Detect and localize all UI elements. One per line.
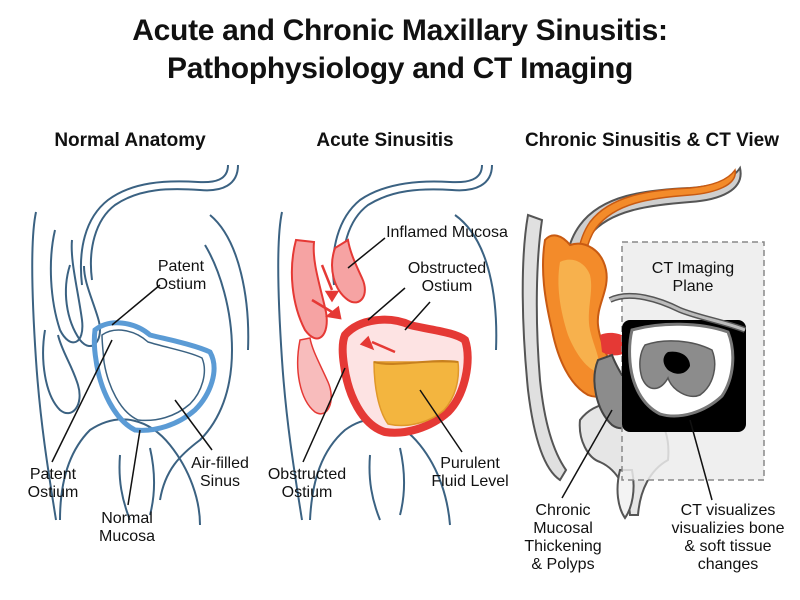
label-inflamed-mucosa: Inflamed Mucosa <box>386 224 508 241</box>
acute-leader-lines <box>302 237 463 463</box>
normal-maxilla-outer <box>59 418 201 526</box>
title-line-1: Acute and Chronic Maxillary Sinusitis: <box>132 14 668 47</box>
diagram-title: Acute and Chronic Maxillary Sinusitis: P… <box>0 12 800 88</box>
ct-air-pocket <box>663 351 690 374</box>
normal-leader-lines <box>51 284 213 506</box>
acute-inflamed-turbinate-2 <box>331 238 366 304</box>
chronic-turbinate-highlight <box>558 259 600 372</box>
chronic-tooth <box>616 469 635 520</box>
normal-anatomy-illustration <box>31 164 250 526</box>
label-obstructed-ostium-top: Obstructed Ostium <box>407 260 487 295</box>
acute-sinusitis-illustration <box>277 164 498 526</box>
panel-title-normal: Normal Anatomy <box>54 130 206 151</box>
label-ct-visualizes: CT visualizes visualizies bone & soft ti… <box>671 502 785 573</box>
acute-frontal-contour <box>342 164 493 281</box>
label-obstructed-ostium-left: Obstructed Ostium <box>267 466 347 501</box>
normal-cheek <box>209 214 250 351</box>
label-patent-ostium-top: Patent Ostium <box>155 258 207 293</box>
normal-dental-2 <box>149 447 156 516</box>
normal-maxilla-right <box>159 244 234 501</box>
acute-inflamed-turbinate-3 <box>296 337 332 415</box>
panel-title-chronic: Chronic Sinusitis & CT View <box>524 130 780 151</box>
normal-dental-1 <box>118 454 131 521</box>
acute-obstruction-arrows <box>311 264 396 354</box>
acute-cheek <box>454 214 498 351</box>
label-chronic-mucosal-thickening: Chronic Mucosal Thickening & Polyps <box>524 502 602 573</box>
normal-mucosa <box>91 320 217 433</box>
chronic-sinusitis-illustration <box>521 165 765 520</box>
acute-frontal-contour-inner <box>332 164 483 286</box>
panel-title-acute: Acute Sinusitis <box>316 130 454 151</box>
normal-mucosa-inner <box>101 329 206 422</box>
label-patent-ostium-left: Patent Ostium <box>27 466 79 501</box>
acute-purulent-fluid <box>373 361 460 427</box>
normal-frontal-contour-inner <box>79 164 229 286</box>
normal-turbinate-1 <box>49 229 84 344</box>
chronic-arch-inner <box>609 294 746 332</box>
normal-frontal-contour <box>89 164 239 281</box>
normal-septum <box>31 211 57 521</box>
acute-dental-2 <box>399 447 406 516</box>
label-air-filled-sinus: Air-filled Sinus <box>191 455 249 490</box>
chronic-septum <box>521 213 568 482</box>
label-purulent-fluid-level: Purulent Fluid Level <box>431 455 509 490</box>
label-normal-mucosa: Normal Mucosa <box>98 510 156 545</box>
title-line-2: Pathophysiology and CT Imaging <box>166 52 634 85</box>
acute-dental-1 <box>368 454 381 521</box>
label-ct-imaging-plane: CT Imaging Plane <box>651 260 735 295</box>
acute-fluid-level-line <box>373 360 459 365</box>
acute-septum <box>277 211 303 521</box>
normal-turbinate-2 <box>42 329 81 415</box>
chronic-leader-lines <box>561 409 713 501</box>
acute-inflamed-turbinate-1 <box>290 238 328 340</box>
